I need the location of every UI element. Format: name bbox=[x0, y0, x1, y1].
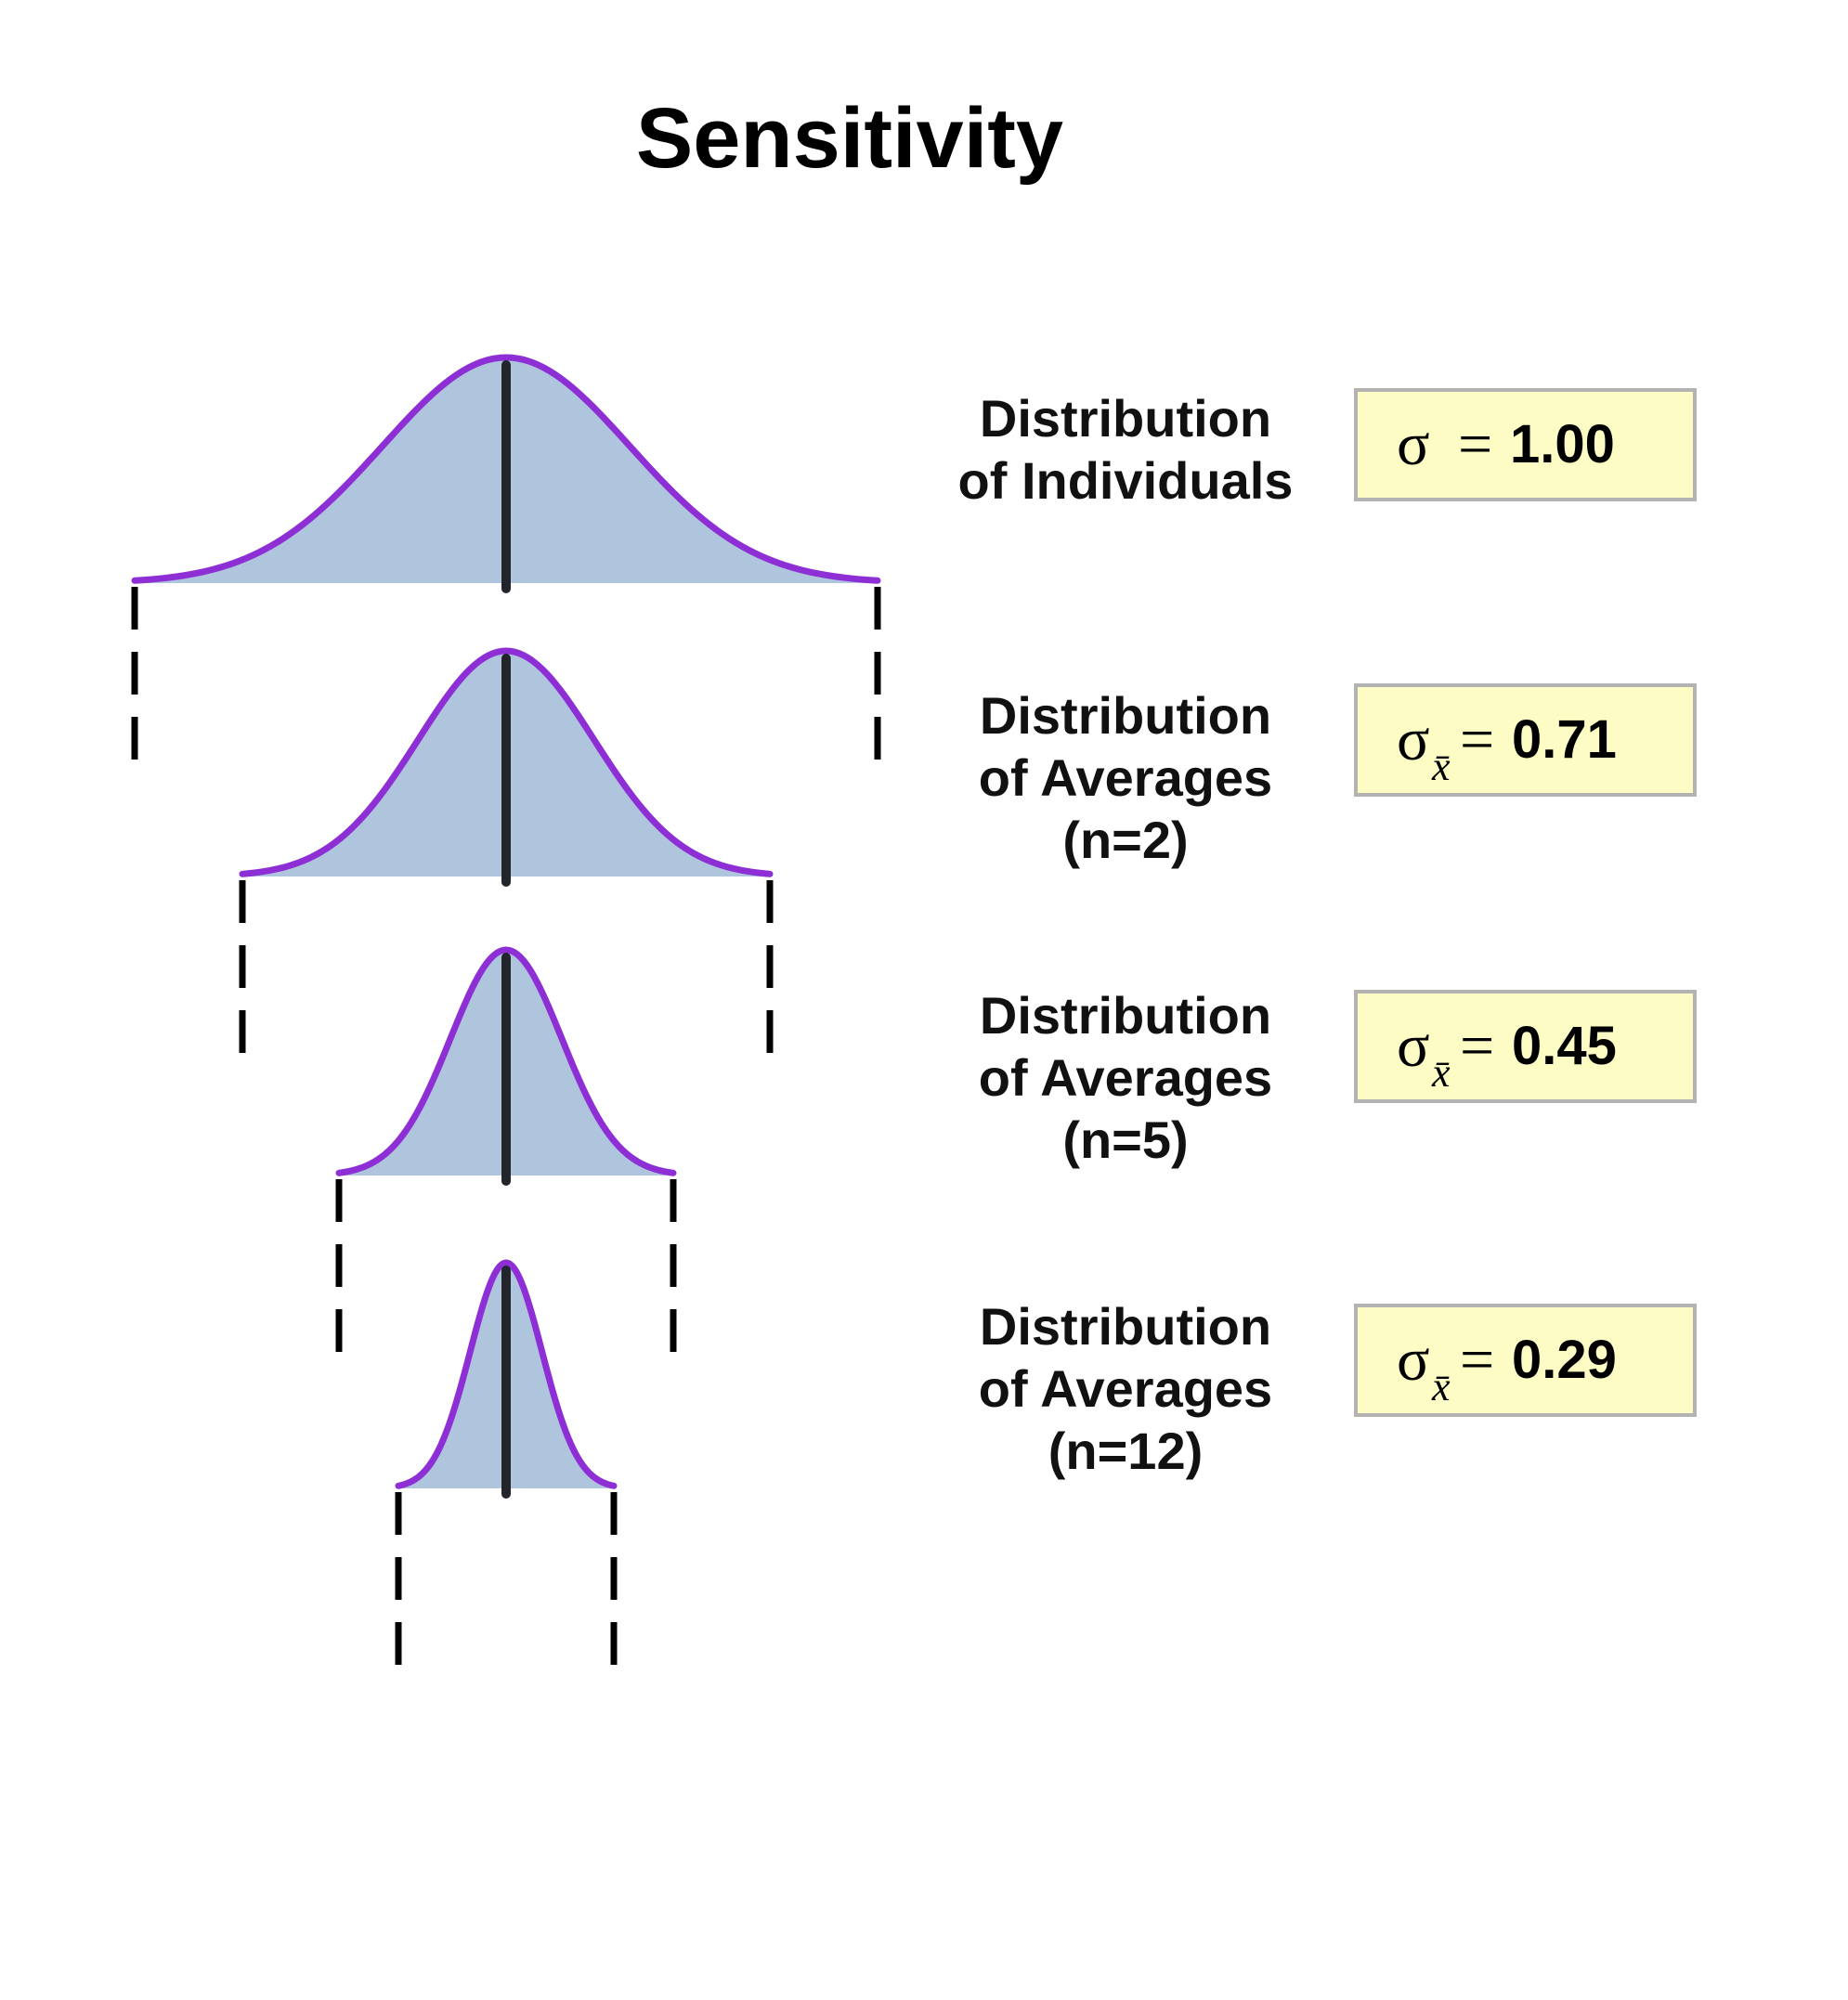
sigma-value: 0.45 bbox=[1512, 1016, 1617, 1076]
sigma-value: 1.00 bbox=[1510, 414, 1615, 474]
distribution-curve-3 bbox=[335, 946, 677, 1356]
sigma-value: 0.71 bbox=[1512, 709, 1617, 770]
sigma-symbol: σ bbox=[1397, 1326, 1430, 1394]
xbar-subscript: x̄ bbox=[1431, 1050, 1451, 1096]
row-label-line: Distribution bbox=[980, 1297, 1271, 1356]
sigma-symbol: σ bbox=[1397, 410, 1430, 478]
value-box-background bbox=[1354, 990, 1697, 1103]
xbar-subscript: x̄ bbox=[1431, 744, 1451, 789]
row-label-line: (n=12) bbox=[1048, 1422, 1204, 1480]
row-label-line: of Individuals bbox=[958, 451, 1294, 510]
row-label-line: Distribution bbox=[980, 686, 1271, 745]
sigma-value: 0.29 bbox=[1512, 1330, 1617, 1390]
page-title: Sensitivity bbox=[636, 91, 1063, 186]
value-box-background bbox=[1354, 683, 1697, 797]
row-label-line: (n=2) bbox=[1062, 811, 1188, 869]
row-label-line: (n=5) bbox=[1062, 1110, 1188, 1169]
row-label-line: Distribution bbox=[980, 986, 1271, 1045]
equals-sign: = bbox=[1460, 1012, 1494, 1080]
curve-outline bbox=[395, 1259, 618, 1489]
row-label-line: Distribution bbox=[980, 389, 1271, 448]
distribution-curve-4 bbox=[395, 1259, 618, 1669]
equals-sign: = bbox=[1458, 410, 1492, 478]
curve-outline bbox=[131, 354, 881, 584]
value-box-background bbox=[1354, 1304, 1697, 1417]
xbar-subscript: x̄ bbox=[1431, 1364, 1451, 1409]
equals-sign: = bbox=[1460, 706, 1494, 773]
equals-sign: = bbox=[1460, 1326, 1494, 1394]
distribution-curve-2 bbox=[239, 647, 774, 1057]
value-box-background bbox=[1354, 388, 1697, 501]
distribution-curve-1 bbox=[131, 354, 881, 763]
sigma-symbol: σ bbox=[1397, 706, 1430, 773]
row-label-line: of Averages bbox=[979, 1359, 1272, 1418]
curve-outline bbox=[335, 946, 677, 1176]
curve-outline bbox=[239, 647, 774, 877]
sigma-value-box-1: σ = 1.00 bbox=[1354, 388, 1697, 501]
row-label-line: of Averages bbox=[979, 748, 1272, 807]
row-label-line: of Averages bbox=[979, 1048, 1272, 1107]
sigma-symbol: σ bbox=[1397, 1012, 1430, 1080]
curves-layer bbox=[131, 354, 881, 1669]
